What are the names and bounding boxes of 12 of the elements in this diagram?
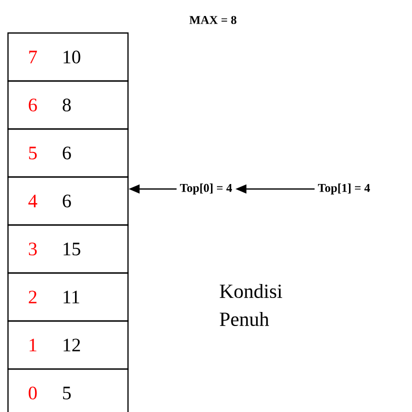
stack-cell: 1 12	[7, 320, 129, 370]
max-label: MAX = 8	[189, 16, 236, 24]
stack-cell: 0 5	[7, 368, 129, 412]
pointer-label: Top[1] = 4	[318, 184, 370, 194]
stack-cell: 3 15	[7, 224, 129, 274]
stack-cell: 6 8	[7, 80, 129, 130]
pointer-label: Top[0] = 4	[180, 184, 232, 194]
condition-text: Kondisi Penuh	[220, 284, 282, 326]
stack-cell: 2 11	[7, 272, 129, 322]
stack-cell: 5 6	[7, 128, 129, 178]
stack-cell: 4 6	[7, 176, 129, 226]
stack-cell: 7 10	[7, 32, 129, 82]
